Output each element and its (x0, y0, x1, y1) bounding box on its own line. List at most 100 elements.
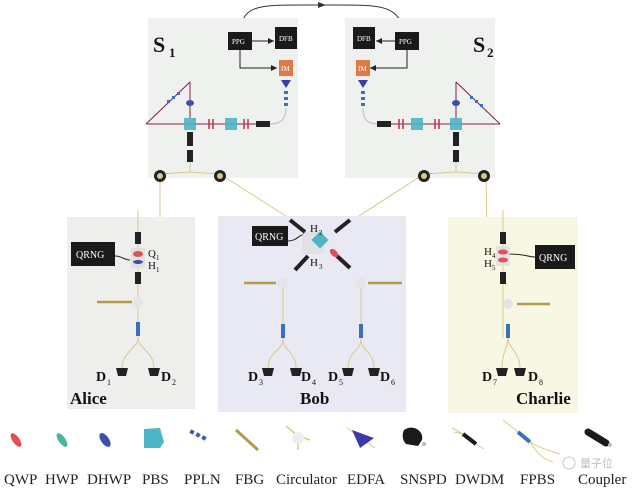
fiber-coupler-icon (377, 121, 391, 127)
source-s1-label: S (153, 32, 165, 57)
snspd-icon (116, 368, 128, 376)
arrow-icon (370, 65, 376, 71)
im-label: IM (281, 65, 290, 73)
source-s1-subscript: 1 (169, 45, 176, 60)
svg-text:1: 1 (156, 266, 160, 274)
fbg-icon (234, 428, 260, 452)
detector-d1: D (96, 370, 106, 385)
detector-d6: D (380, 370, 390, 385)
fpbs-icon (506, 324, 510, 338)
snspd-icon (402, 427, 426, 446)
snspd-icon (342, 368, 354, 376)
sync-arrow-icon (318, 2, 326, 8)
node-bob: QRNG H 2 H 3 D 3 D 4 D 5 D 6 (218, 216, 406, 412)
detector-d8: D (528, 370, 538, 385)
hwp-icon (498, 257, 508, 263)
qrng-box (252, 226, 288, 246)
edfa-icon (358, 80, 368, 88)
edfa-icon (281, 80, 291, 88)
charlie-label: Charlie (516, 389, 571, 408)
bob-plate-h3-label: H (310, 257, 318, 269)
source-s2-label: S (473, 32, 485, 57)
pbs-icon (184, 118, 196, 130)
charlie-plate-h5-label: H (484, 258, 492, 270)
im-box (356, 60, 370, 76)
node-alice: QRNG Q 1 H 1 D 1 D 2 Alice (67, 210, 195, 409)
ppg-to-im-line (239, 50, 277, 69)
bob-qrng-label: QRNG (255, 232, 283, 243)
node-charlie: QRNG H 4 H 5 D 7 D 8 Charlie (448, 210, 578, 413)
fpbs-icon (359, 324, 363, 338)
hwp-icon (133, 260, 143, 264)
snspd-icon (514, 368, 526, 376)
svg-text:5: 5 (339, 378, 343, 387)
snspd-icon (290, 368, 302, 376)
legend: QWP HWP DHWP PBS PPLN FBG Circulator E (4, 419, 626, 488)
bob-plate-h2-label: H (310, 223, 318, 235)
hwp-icon (56, 433, 68, 447)
svg-text:2: 2 (172, 378, 176, 387)
alice-plate-q-label: Q (148, 248, 156, 260)
alice-label: Alice (70, 389, 107, 408)
bob-label: Bob (300, 389, 329, 408)
svg-text:7: 7 (493, 378, 497, 387)
svg-text:8: 8 (539, 378, 543, 387)
detector-d2: D (161, 370, 171, 385)
legend-label-fpbs: FPBS (520, 472, 555, 488)
qrng-box (535, 245, 575, 269)
dhwp-icon (99, 433, 111, 447)
watermark-logo-icon (562, 456, 576, 470)
qrng-box (71, 242, 115, 266)
fiber-coupler-icon (256, 121, 270, 127)
dfb-label: DFB (279, 35, 293, 43)
detector-d5: D (328, 370, 338, 385)
svg-text:3: 3 (259, 378, 263, 387)
qwp-icon (133, 251, 143, 257)
detector-d7: D (482, 370, 492, 385)
pbs-icon (144, 428, 164, 448)
alice-qrng-label: QRNG (76, 250, 104, 261)
hwp-icon (498, 249, 508, 255)
detector-d3: D (248, 370, 258, 385)
fpbs-icon (281, 324, 285, 338)
im-label: IM (358, 65, 367, 73)
coupler-icon (584, 428, 612, 447)
alice-plate-h-label: H (148, 260, 156, 272)
circulator-icon (503, 299, 513, 309)
dhwp-icon (186, 100, 194, 106)
circulator-icon (285, 425, 311, 450)
ppg-box (395, 32, 419, 50)
watermark: 量子位 (580, 456, 613, 470)
charlie-qrng-label: QRNG (539, 253, 567, 264)
dhwp-icon (452, 100, 460, 106)
edfa-icon (346, 427, 376, 449)
fpbs-icon (502, 419, 561, 463)
pbs-icon (450, 118, 462, 130)
qwp-icon (329, 248, 339, 258)
legend-label-dwdm: DWDM (455, 472, 504, 488)
legend-label-ppln: PPLN (184, 472, 221, 488)
legend-label-edfa: EDFA (347, 472, 385, 488)
ppg-label: PPG (399, 38, 412, 46)
fpbs-icon (136, 322, 140, 336)
detector-d4: D (301, 370, 311, 385)
svg-text:3: 3 (319, 263, 323, 271)
ppg-label: PPG (232, 38, 245, 46)
dfb-box (353, 27, 375, 49)
charlie-plate-h4-label: H (484, 246, 492, 258)
legend-label-dhwp: DHWP (87, 472, 131, 488)
svg-text:1: 1 (107, 378, 111, 387)
circulator-icon (133, 297, 143, 307)
legend-label-coupler: Coupler (578, 472, 626, 488)
svg-text:5: 5 (492, 264, 496, 272)
dfb-box (275, 27, 297, 49)
arrow-icon (268, 38, 274, 44)
legend-label-qwp: QWP (4, 472, 37, 488)
svg-text:4: 4 (312, 378, 316, 387)
pbs-icon (411, 118, 423, 130)
legend-label-pbs: PBS (142, 472, 169, 488)
snspd-icon (368, 368, 380, 376)
svg-text:1: 1 (156, 254, 160, 262)
svg-text:2: 2 (319, 229, 323, 237)
